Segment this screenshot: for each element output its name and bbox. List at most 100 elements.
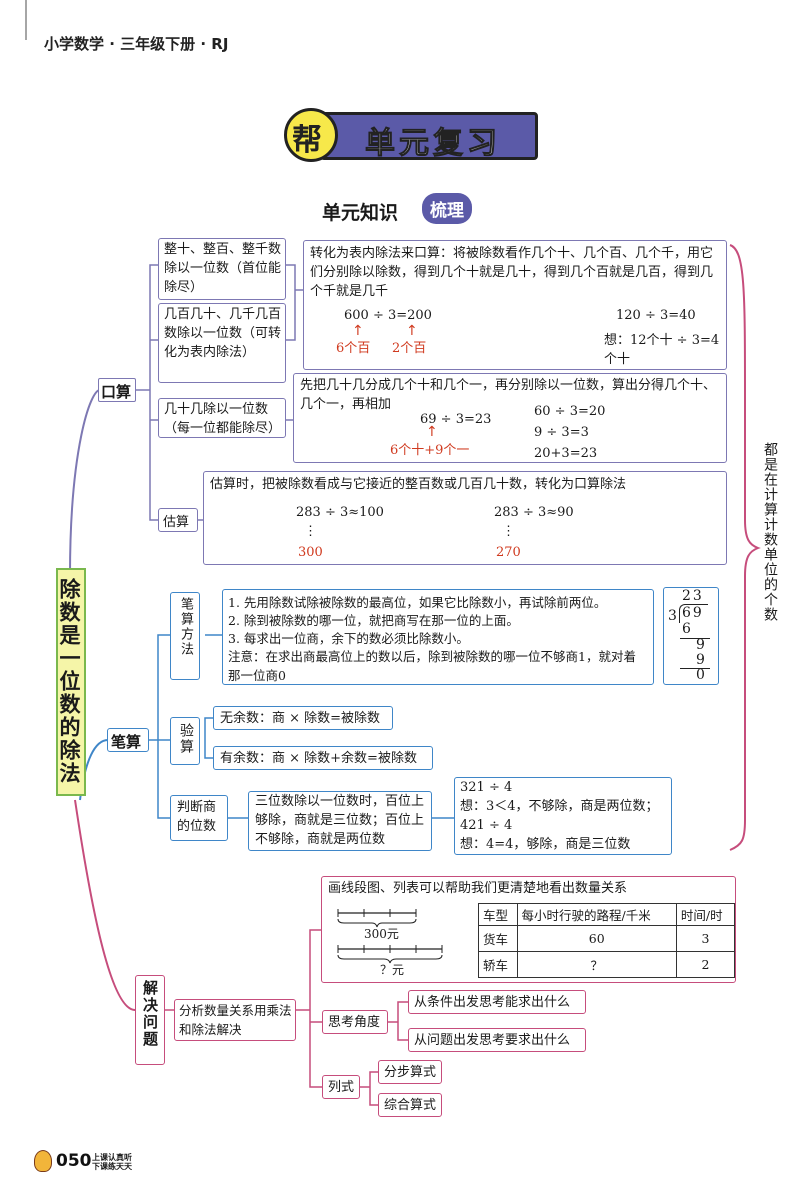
branch-kousuan-label: 口算 — [101, 383, 132, 401]
segment-label-bottom: ？元 — [380, 963, 405, 977]
gusuan-box: 估算时，把被除数看成与它接近的整百数或几百几十数，转化为口算除法 283 ÷ 3… — [203, 471, 727, 565]
table-header-cell: 每小时行驶的路程/千米 — [516, 903, 677, 926]
branch-kousuan: 口算 — [98, 378, 136, 402]
check-rule-2-text: 有余数：商 × 除数+余数=被除数 — [220, 751, 417, 766]
up-arrow-icon: ↑ — [406, 323, 418, 339]
bisuan-method-3: 3. 每求出一位商，余下的数必须比除数小。 — [228, 631, 469, 646]
draw-box: 画线段图、列表可以帮助我们更清楚地看出数量关系 300元 ？元 车型 每小时行驶… — [321, 876, 736, 983]
table-cell: 轿车 — [478, 951, 518, 978]
digits-label: 判断商的位数 — [177, 800, 217, 834]
up-arrow-icon: ↑ — [426, 424, 438, 440]
example-600-note-b: 2个百 — [392, 341, 427, 356]
gusuan-example-1: 283 ÷ 3≈100 — [296, 505, 384, 520]
book-header: 小学数学 · 三年级下册 · RJ — [44, 35, 229, 53]
gusuan-label: 估算 — [163, 515, 190, 530]
think-option-1: 从条件出发思考能求出什么 — [408, 990, 586, 1014]
table-row: 货车 60 3 — [478, 925, 736, 952]
help-badge — [284, 108, 338, 162]
ld-step-3: 9 — [696, 652, 705, 668]
unit-review-banner: 单元复习 帮 — [280, 108, 542, 164]
gusuan-example-2: 283 ÷ 3≈90 — [494, 505, 574, 520]
digits-rule-text: 三位数除以一位数时，百位上够除，商就是三位数；百位上不够除，商就是两位数 — [255, 794, 425, 847]
example-69-div-3: 69 ÷ 3=23 — [420, 412, 492, 427]
kousuan-type-3-text: 几十几除以一位数（每一位都能除尽） — [164, 402, 282, 436]
think-option-2: 从问题出发思考要求出什么 — [408, 1028, 586, 1052]
ld-rule-2 — [680, 668, 710, 669]
section-title-badge: 梳理 — [422, 193, 472, 224]
formula-option-1: 分步算式 — [378, 1060, 442, 1084]
ld-quotient: 23 — [682, 588, 704, 604]
example-600-note-a: 6个百 — [336, 341, 371, 356]
digits-example-3: 421 ÷ 4 — [460, 818, 513, 833]
table-cell: 3 — [675, 925, 736, 952]
segment-label-top: 300元 — [364, 927, 399, 941]
example-120-div-3: 120 ÷ 3=40 — [616, 308, 696, 323]
banner-title: 单元复习 — [365, 126, 501, 162]
bisuan-method-2: 2. 除到被除数的哪一位，就把商写在那一位的上面。 — [228, 613, 519, 628]
kousuan-explain-2: 先把几十几分成几个十和几个一，再分别除以一位数，算出分得几个十、几个一，再相加 … — [293, 373, 727, 463]
section-title: 单元知识 — [322, 202, 399, 224]
analyze-box: 分析数量关系用乘法和除法解决 — [174, 999, 296, 1041]
table-cell: 货车 — [478, 925, 518, 952]
draw-text: 画线段图、列表可以帮助我们更清楚地看出数量关系 — [328, 881, 628, 896]
gusuan-example-2-answer: 270 — [496, 545, 521, 560]
example-120-think: 想：12个十 ÷ 3=4个十 — [604, 333, 720, 367]
think-option-2-text: 从问题出发思考要求出什么 — [414, 1033, 571, 1048]
formula-option-1-text: 分步算式 — [384, 1065, 437, 1080]
gusuan-example-1-answer: 300 — [298, 545, 323, 560]
help-badge-text: 帮 — [292, 123, 322, 158]
check-rule-1-text: 无余数：商 × 除数=被除数 — [220, 711, 381, 726]
kousuan-type-1-text: 整十、整百、整千数除以一位数（首位能除尽） — [164, 242, 282, 295]
example-69-note: 6个十+9个一 — [390, 443, 470, 458]
dots-icon: ⋮ — [502, 524, 515, 539]
bisuan-method-label-box: 笔算方法 — [170, 592, 200, 680]
think-option-1-text: 从条件出发思考能求出什么 — [414, 995, 571, 1010]
formula-label: 列式 — [328, 1080, 355, 1095]
digits-example-box: 321 ÷ 4 想：3＜4，不够除，商是两位数； 421 ÷ 4 想：4=4，够… — [454, 777, 672, 855]
table-header-row: 车型 每小时行驶的路程/千米 时间/时 — [478, 903, 736, 926]
formula-option-2-text: 综合算式 — [384, 1098, 437, 1113]
check-rule-1: 无余数：商 × 除数=被除数 — [213, 706, 393, 730]
bisuan-method-1: 1. 先用除数试除被除数的最高位，如果它比除数小，再试除前两位。 — [228, 595, 607, 610]
bisuan-method-note: 注意：在求出商最高位上的数以后，除到被除数的哪一位不够商1，就对着那一位商0 — [228, 649, 636, 683]
ld-step-1: 6 — [682, 621, 691, 637]
ld-bracket — [679, 604, 708, 623]
kousuan-type-1: 整十、整百、整千数除以一位数（首位能除尽） — [158, 238, 286, 300]
table-cell: 2 — [675, 951, 736, 978]
segment-lines — [337, 909, 443, 964]
kousuan-type-3: 几十几除以一位数（每一位都能除尽） — [158, 398, 286, 438]
bisuan-method-label: 笔算方法 — [178, 597, 193, 657]
digits-rule-box: 三位数除以一位数时，百位上够除，商就是三位数；百位上不够除，商就是两位数 — [248, 791, 432, 851]
branch-jiejue: 解决问题 — [135, 975, 165, 1065]
formula-label-box: 列式 — [322, 1075, 360, 1099]
up-arrow-icon: ↑ — [352, 323, 364, 339]
dots-icon: ⋮ — [304, 524, 317, 539]
kousuan-explain-1: 转化为表内除法来口算：将被除数看作几个十、几个百、几个千，用它们分别除以除数，得… — [303, 240, 727, 370]
speed-table: 车型 每小时行驶的路程/千米 时间/时 货车 60 3 轿车 ？ 2 — [478, 903, 736, 978]
footer-slogan-1: 上课认真听 — [92, 1153, 132, 1162]
ld-step-2: 9 — [696, 637, 705, 653]
digits-example-1: 321 ÷ 4 — [460, 780, 513, 795]
segment-diagram: 300元 ？元 — [334, 905, 469, 979]
kousuan-type-2-text: 几百几十、几千几百数除以一位数（可转化为表内除法） — [164, 307, 282, 360]
check-rule-2: 有余数：商 × 除数+余数=被除数 — [213, 746, 433, 770]
ld-divisor: 3 — [668, 608, 677, 624]
kousuan-explain-2-text: 先把几十几分成几个十和几个一，再分别除以一位数，算出分得几个十、几个一，再相加 — [300, 378, 717, 412]
think-label-box: 思考角度 — [322, 1010, 388, 1034]
table-cell: ？ — [516, 951, 677, 978]
example-69-step-2: 9 ÷ 3=3 — [534, 425, 589, 440]
table-row: 轿车 ？ 2 — [478, 951, 736, 978]
ld-rule-1 — [680, 638, 710, 639]
branch-jiejue-label: 解决问题 — [141, 980, 159, 1048]
table-header-cell: 时间/时 — [675, 903, 736, 926]
gusuan-label-box: 估算 — [158, 508, 198, 532]
long-division-box: 23 3 69 6 9 9 0 — [663, 587, 719, 685]
footer-slogan-2: 下课练天天 — [92, 1162, 132, 1171]
branch-bisuan: 笔算 — [107, 728, 149, 752]
digits-example-4: 想：4=4，够除，商是三位数 — [460, 837, 631, 852]
digits-example-2: 想：3＜4，不够除，商是两位数； — [460, 799, 659, 814]
table-cell: 60 — [516, 925, 677, 952]
table-header-cell: 车型 — [478, 903, 518, 926]
side-note: 都是在计算计数单位的个数 — [762, 442, 778, 622]
